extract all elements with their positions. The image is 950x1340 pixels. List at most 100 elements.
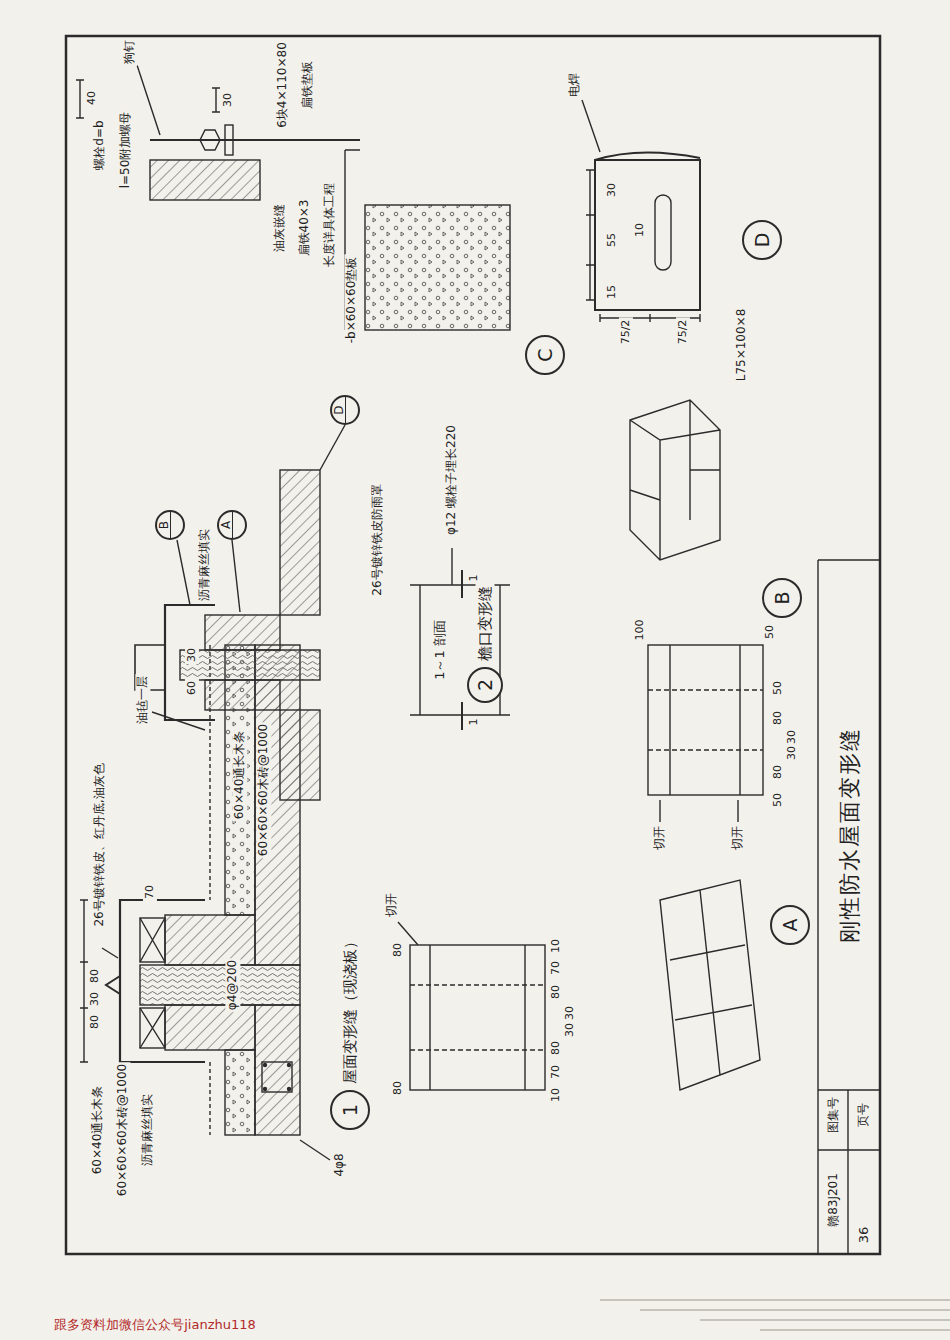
line-work: [140, 965, 300, 1005]
line-work: [263, 1063, 291, 1091]
line-work: [165, 605, 215, 720]
annotation-text: 50: [771, 679, 785, 697]
annotation-text: 60×40通长木条: [232, 729, 247, 822]
line-work: [165, 915, 255, 965]
line-work: [410, 585, 510, 715]
line-work: [595, 160, 700, 310]
line-work: [106, 976, 120, 994]
annotation-text: 长度详具体工程: [322, 181, 337, 269]
line-work: [280, 470, 320, 615]
annotation-text: 30: [88, 990, 102, 1008]
line-work: [410, 945, 545, 1090]
line-work: [66, 36, 880, 1254]
detail-circle: D: [742, 220, 782, 260]
annotation-text: 80: [771, 709, 785, 727]
book-edge: [600, 1300, 950, 1330]
callout-letter: 1: [332, 1092, 368, 1128]
annotation-text: 60×60×60木砖@1000: [115, 1062, 130, 1198]
annotation-text: 图集号: [826, 1095, 841, 1135]
annotation-text: 30: [221, 91, 235, 109]
line-work: [461, 570, 463, 730]
line-work: [255, 1005, 300, 1135]
annotation-text: 1～1 剖面: [432, 618, 448, 682]
annotation-text: 80: [549, 983, 563, 1001]
linework: [66, 36, 880, 1254]
annotation-text: 80: [771, 763, 785, 781]
annotation-text: 6块4×110×80: [275, 40, 290, 130]
annotation-text: 沥青麻丝填实: [197, 527, 212, 603]
callout-letter: D: [333, 397, 345, 423]
detail-circle: 2檐口变形缝: [467, 667, 503, 703]
annotation-text: L75×100×8: [734, 307, 749, 384]
annotation-text: 30: [563, 1004, 577, 1022]
annotation-text: 50: [763, 623, 777, 641]
line-work: [655, 195, 671, 270]
annotation-text: 30: [785, 744, 799, 762]
annotation-text: 80: [391, 941, 405, 959]
callout-divider: [345, 397, 346, 423]
annotation-text: 36: [856, 1225, 872, 1246]
line-work: [648, 645, 763, 795]
annotation-text: 赣83J201: [826, 1171, 841, 1229]
line-work: [140, 1008, 165, 1048]
line-work: [225, 1050, 255, 1135]
line-work: [120, 900, 205, 1062]
line-work: [430, 945, 525, 1090]
line-work: [582, 100, 600, 152]
detail-heading: 屋面变形缝（现浇板）: [341, 932, 360, 1086]
line-work: [263, 1087, 267, 1091]
annotation-text: 扁铁40×3: [297, 198, 312, 259]
line-work: [140, 918, 165, 962]
line-work: [630, 470, 720, 500]
annotation-text: 26号镀锌铁皮防雨罩: [370, 482, 385, 597]
annotation-text: 页号: [856, 1101, 871, 1129]
annotation-text: 50: [771, 791, 785, 809]
annotation-text: 切开: [652, 824, 667, 852]
line-work: [140, 918, 165, 962]
line-work: [140, 1008, 165, 1048]
line-work: [320, 425, 345, 470]
annotation-text: -b×60×60垫板: [344, 255, 359, 346]
detail-heading: 檐口变形缝: [476, 584, 495, 663]
annotation-text: 80: [391, 1079, 405, 1097]
annotation-text: φ4@200: [225, 958, 240, 1012]
annotation-text: 切开: [384, 891, 399, 919]
line-work: [287, 1063, 291, 1067]
callout-letter: A: [220, 512, 232, 538]
line-work: [451, 548, 452, 585]
callout-letter: D: [744, 222, 780, 258]
annotation-text: 60×40通长木条: [90, 1084, 105, 1177]
callout-divider: [170, 512, 171, 538]
annotation-text: 70: [549, 1063, 563, 1081]
line-work: [165, 1005, 255, 1050]
line-work: [205, 680, 280, 710]
annotation-text: 60×60×60木砖@1000: [256, 722, 271, 858]
annotation-text: 狗钉: [122, 38, 137, 66]
detail-circle: C: [525, 335, 565, 375]
line-work: [280, 710, 320, 800]
annotation-text: 15: [605, 283, 619, 301]
annotation-text: 30: [605, 181, 619, 199]
line-work: [670, 645, 740, 795]
line-work: [600, 1300, 950, 1330]
annotation-text: 1: [467, 573, 481, 584]
annotation-text: 100: [633, 618, 647, 643]
line-work: [365, 205, 510, 330]
line-work: [818, 560, 880, 1254]
section-callout: B: [155, 510, 185, 540]
line-work: [137, 65, 160, 135]
line-work: [225, 125, 233, 155]
line-work: [660, 880, 760, 1090]
callout-letter: B: [158, 512, 170, 538]
line-work: [648, 690, 763, 750]
annotation-text: 油毡一层: [135, 674, 150, 726]
line-work: [76, 80, 84, 118]
line-work: [200, 130, 220, 150]
annotation-text: 扁铁垫板: [300, 59, 315, 111]
line-work: [205, 615, 280, 650]
annotation-text: 10: [549, 937, 563, 955]
annotation-text: 切开: [730, 824, 745, 852]
line-work: [80, 900, 88, 1062]
callout-letter: 2: [469, 669, 501, 701]
annotation-text: φ12 螺栓子埋长220: [444, 423, 459, 537]
